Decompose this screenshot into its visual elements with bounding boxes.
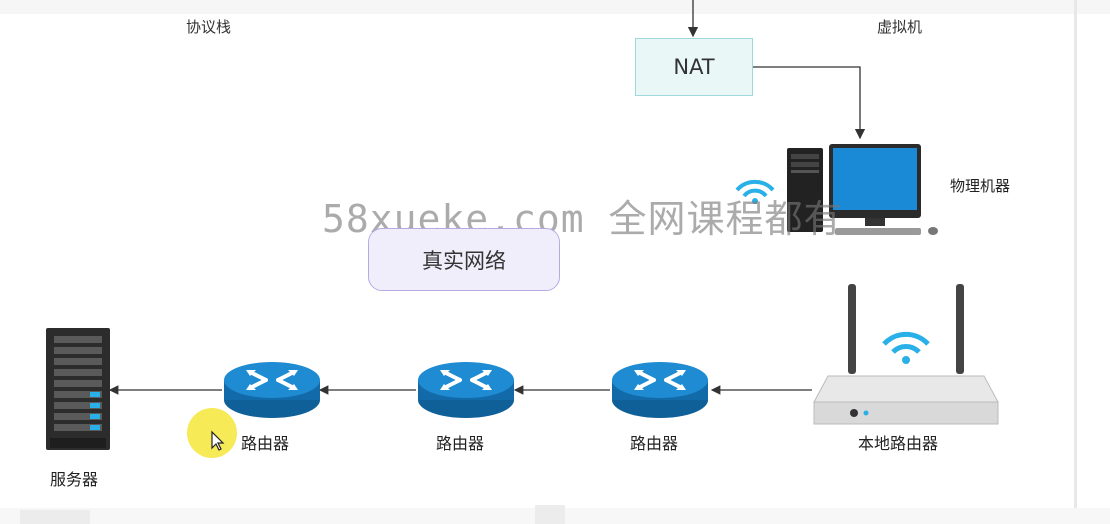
nat-box: NAT	[635, 38, 753, 96]
router-1-label: 路由器	[241, 434, 290, 453]
desktop-pc-icon	[735, 144, 938, 235]
virtual-machine-label: 虚拟机	[877, 18, 923, 36]
router-icon	[418, 362, 514, 418]
server-label: 服务器	[50, 470, 99, 489]
top-band	[0, 0, 1110, 14]
protocol-stack-label: 协议栈	[186, 18, 232, 36]
local-router-label: 本地路由器	[858, 434, 939, 453]
wifi-icon	[735, 179, 775, 204]
router-2-label: 路由器	[436, 434, 485, 453]
server-rack-icon	[46, 328, 110, 450]
wifi-icon	[882, 331, 930, 364]
real-network-box: 真实网络	[368, 228, 560, 291]
wifi-router-icon	[813, 284, 999, 425]
router-3-label: 路由器	[630, 434, 679, 453]
router-icon	[224, 362, 320, 418]
right-border	[1074, 0, 1077, 524]
mouse-cursor-icon	[211, 430, 225, 451]
bottom-shape-1	[20, 510, 90, 524]
line-nat-to-pc	[753, 66, 866, 140]
physical-machine-label: 物理机器	[950, 177, 1011, 195]
router-icon	[612, 362, 708, 418]
bottom-shape-2	[535, 505, 565, 524]
